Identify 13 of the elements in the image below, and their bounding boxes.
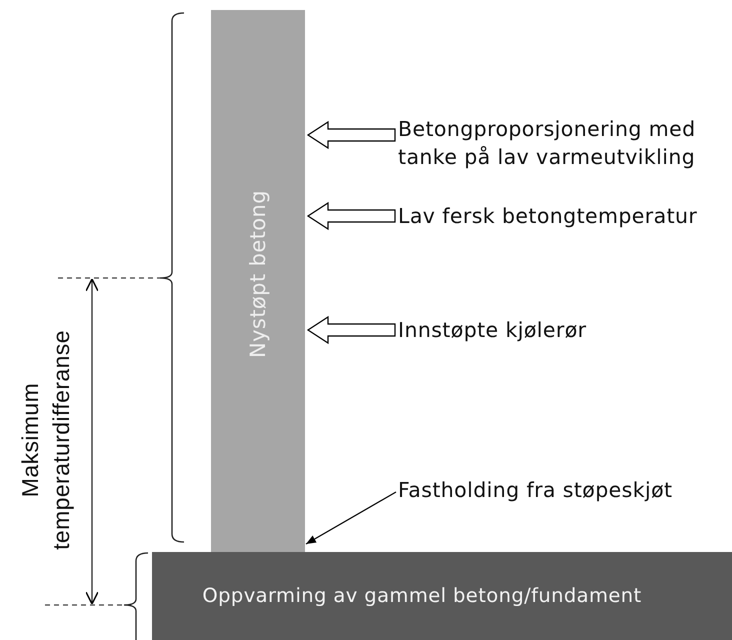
foundation-label: Oppvarming av gammel betong/fundament (202, 583, 642, 609)
annotation-text: Fastholding fra støpeskjøt (398, 476, 672, 504)
hollow-arrow (306, 202, 396, 230)
hollow-arrow (306, 316, 396, 344)
annotation-text: Lav fersk betongtemperatur (398, 202, 698, 230)
foundation-block (152, 552, 732, 640)
leader-arrow (306, 491, 396, 545)
dimension-label: Maksimum temperaturdifferanse (16, 329, 75, 552)
annotation-text: Innstøpte kjølerør (398, 316, 586, 344)
hollow-arrow (306, 120, 396, 150)
concrete-column (211, 10, 305, 552)
annotation-text: Betongproporsjonering med tanke på lav varmeutvikling (398, 115, 724, 171)
column-label: Nystøpt betong (245, 189, 271, 360)
